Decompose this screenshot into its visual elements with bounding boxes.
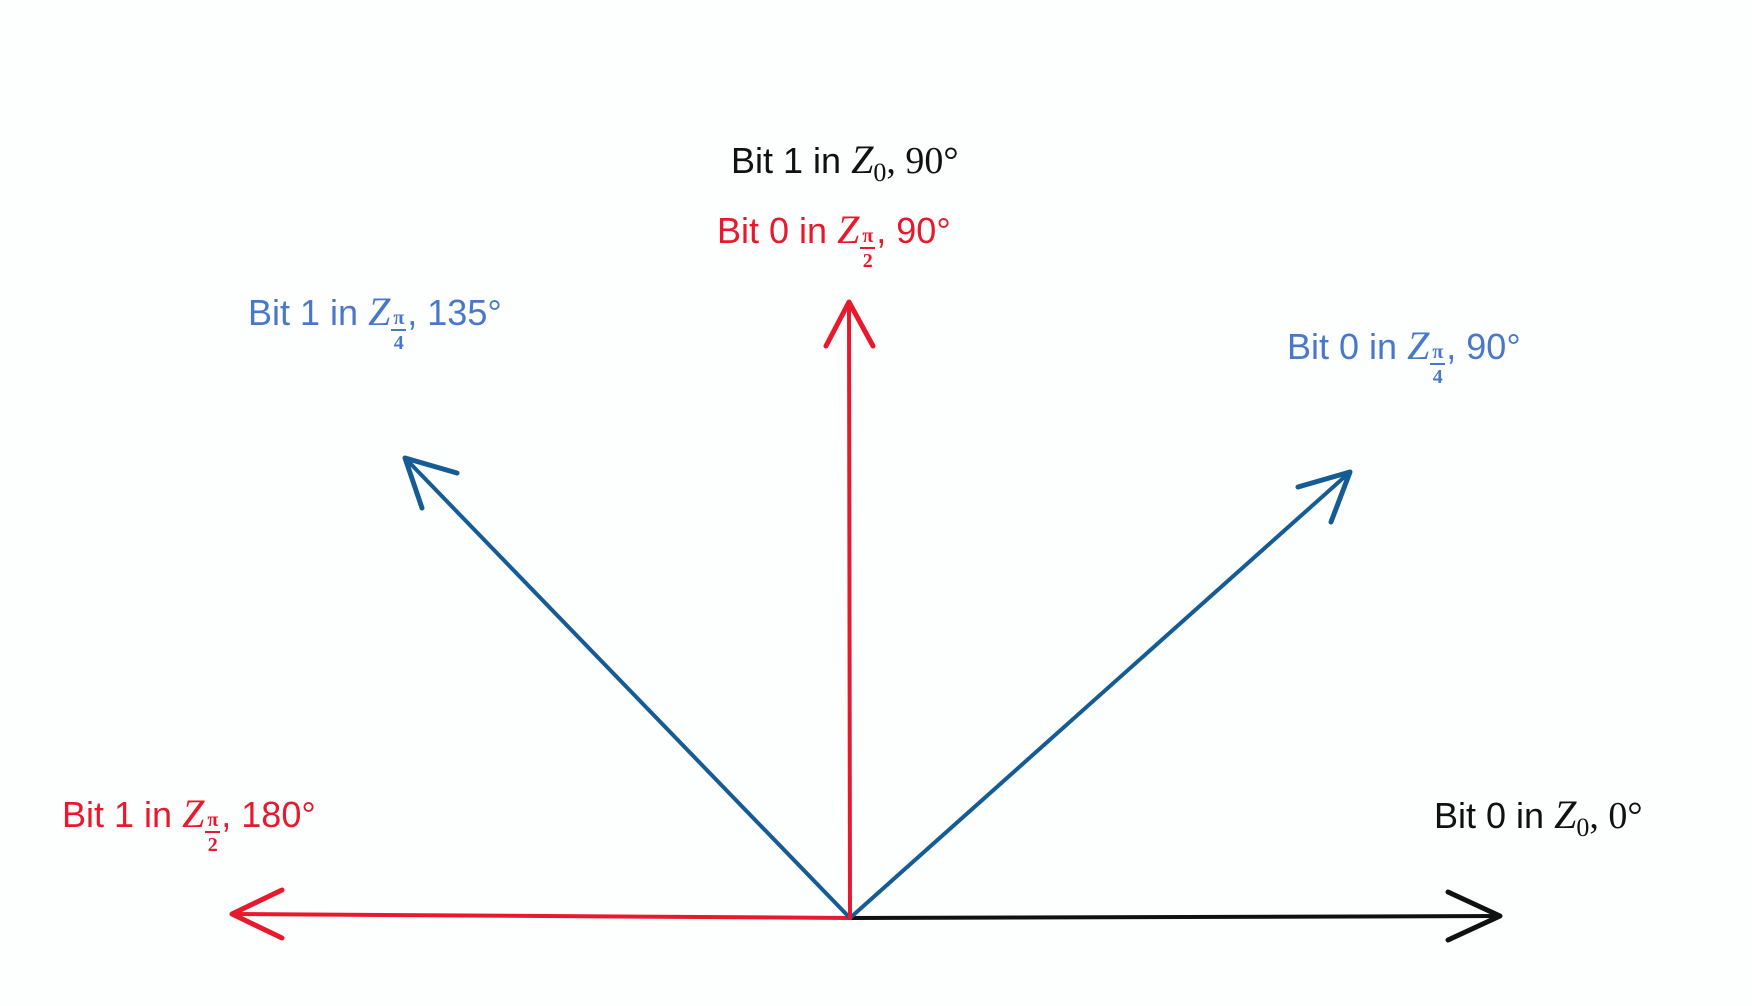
fraction-numerator: π <box>205 809 221 833</box>
fraction-denominator: 2 <box>862 250 873 272</box>
arrow-90deg <box>823 299 876 920</box>
arrow-135deg <box>402 455 852 920</box>
label-var: Z <box>1407 323 1430 368</box>
label-var: Z <box>1554 792 1577 837</box>
label-bit1-z0-90: Bit 1 in Z0, 90° <box>731 140 959 188</box>
label-suffix: , 90° <box>876 210 951 251</box>
label-var: Z <box>851 137 874 182</box>
label-sub: 0 <box>873 158 887 187</box>
arrow-180deg <box>229 887 852 941</box>
label-var: Z <box>368 289 391 334</box>
label-prefix: Bit 0 in <box>1287 326 1408 367</box>
label-prefix: Bit 0 in <box>1434 795 1555 836</box>
label-prefix: Bit 0 in <box>717 210 838 251</box>
label-var: Z <box>837 207 860 252</box>
label-suffix: , 0° <box>1589 795 1643 837</box>
arrow-0deg <box>848 889 1503 943</box>
fraction-numerator: π <box>1430 341 1446 365</box>
fraction-denominator: 4 <box>393 332 404 354</box>
arrow-45deg <box>848 469 1353 920</box>
label-prefix: Bit 1 in <box>62 794 183 835</box>
fraction-numerator: π <box>391 307 407 331</box>
fraction-denominator: 4 <box>1432 366 1443 388</box>
label-sub: 0 <box>1576 813 1590 842</box>
label-var: Z <box>182 791 205 836</box>
fraction-numerator: π <box>860 225 876 249</box>
label-prefix: Bit 1 in <box>731 140 852 181</box>
label-suffix: , 180° <box>221 794 316 835</box>
label-suffix: , 90° <box>1446 326 1521 367</box>
fraction-denominator: 2 <box>207 834 218 856</box>
label-suffix: , 135° <box>407 292 502 333</box>
label-bit0-z0-0: Bit 0 in Z0, 0° <box>1434 795 1643 843</box>
label-suffix: , 90° <box>886 140 959 182</box>
label-prefix: Bit 1 in <box>248 292 369 333</box>
